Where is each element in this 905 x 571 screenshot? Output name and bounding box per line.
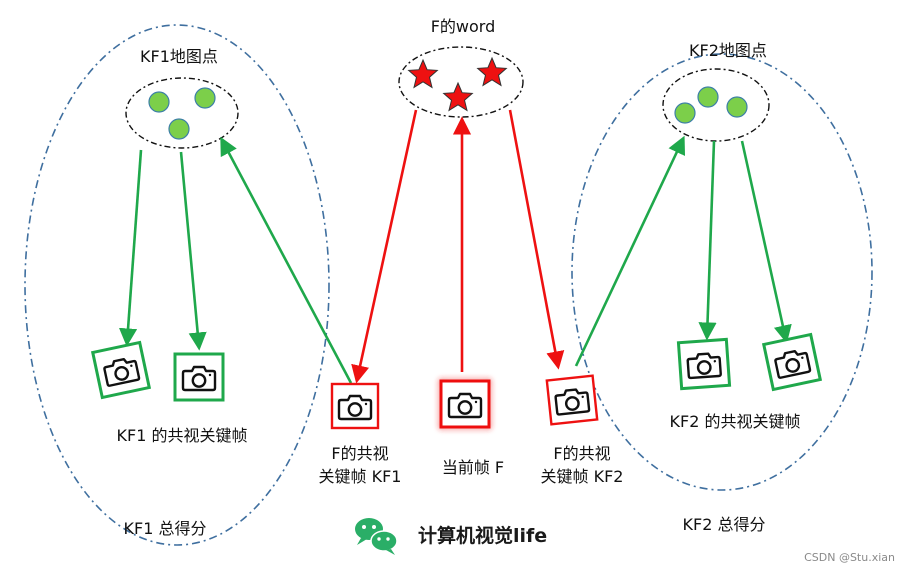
f-word-label: F的word bbox=[431, 17, 496, 36]
map-point bbox=[148, 91, 170, 113]
green-arrow-kf2-map-to-cam2 bbox=[740, 140, 792, 344]
kf1-group-outline bbox=[24, 24, 330, 546]
brand-label: 计算机视觉life bbox=[418, 524, 547, 547]
kf2-map-points bbox=[674, 86, 748, 124]
green-arrow-kf2-map-to-cam1 bbox=[698, 140, 717, 341]
arrows bbox=[118, 109, 792, 384]
map-point bbox=[697, 86, 719, 108]
green-arrow-f-covis-kf2-to-map bbox=[574, 135, 686, 367]
kf1-covis-camera-2 bbox=[173, 352, 225, 402]
kf1-score-label: KF1 总得分 bbox=[124, 519, 207, 538]
star-icon bbox=[476, 56, 508, 87]
map-point bbox=[168, 118, 190, 140]
red-arrow-word-to-covis-kf2 bbox=[508, 109, 565, 370]
map-point bbox=[194, 87, 216, 109]
camera-icon bbox=[447, 392, 483, 419]
kf2-group-outline bbox=[571, 53, 873, 491]
wechat-logo-icon bbox=[355, 518, 398, 555]
star-icon bbox=[407, 58, 439, 89]
kf1-map-points bbox=[148, 87, 216, 140]
kf2-score-label: KF2 总得分 bbox=[683, 515, 766, 534]
kf1-map-points-label: KF1地图点 bbox=[140, 47, 218, 66]
f-word-outline bbox=[398, 46, 524, 118]
kf2-map-points-outline bbox=[662, 68, 770, 142]
kf1-covis-camera-1 bbox=[90, 340, 152, 400]
f-covis-kf2-label-line1: F的共视 bbox=[553, 444, 610, 463]
kf2-covis-camera-2 bbox=[761, 332, 823, 392]
current-frame-camera bbox=[439, 379, 491, 429]
map-point bbox=[726, 96, 748, 118]
camera-icon bbox=[337, 394, 373, 421]
green-arrow-f-covis-kf1-to-map bbox=[220, 136, 353, 384]
kf1-map-points-outline bbox=[125, 77, 239, 149]
f-covis-kf1-label-line1: F的共视 bbox=[331, 444, 388, 463]
green-arrow-kf1-map-to-cam1 bbox=[118, 149, 143, 347]
current-frame-label: 当前帧 F bbox=[442, 458, 504, 477]
kf2-covis-camera-1 bbox=[676, 337, 732, 391]
watermark-label: CSDN @Stu.xian bbox=[804, 551, 895, 564]
red-arrow-word-to-covis-kf1 bbox=[351, 109, 418, 384]
map-point bbox=[674, 102, 696, 124]
star-icon bbox=[442, 81, 474, 112]
camera-icon bbox=[181, 365, 217, 392]
kf2-covis-label: KF2 的共视关键帧 bbox=[670, 412, 801, 431]
f-covis-kf2-label-line2: 关键帧 KF2 bbox=[541, 467, 624, 486]
f-word-stars bbox=[407, 56, 508, 112]
f-covis-kf2-camera bbox=[545, 374, 599, 426]
f-covis-kf1-camera bbox=[330, 382, 380, 430]
green-arrow-kf1-map-to-cam2 bbox=[179, 151, 207, 351]
f-covis-kf1-label-line2: 关键帧 KF1 bbox=[319, 467, 402, 486]
kf2-map-points-label: KF2地图点 bbox=[689, 41, 767, 60]
kf1-covis-label: KF1 的共视关键帧 bbox=[117, 426, 248, 445]
